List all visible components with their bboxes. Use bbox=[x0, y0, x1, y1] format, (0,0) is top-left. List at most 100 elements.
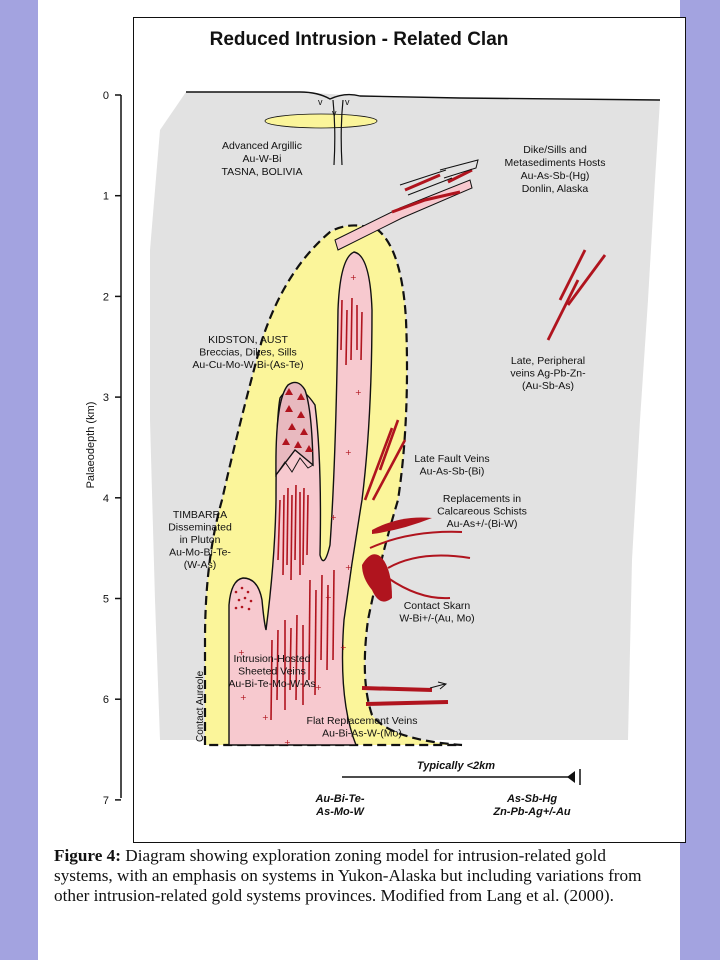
surface-line bbox=[186, 91, 661, 101]
depth-tick-label: 3 bbox=[103, 392, 109, 404]
label-line: Breccias, Dikes, Sills bbox=[199, 347, 296, 359]
distance-arrow-head bbox=[567, 771, 575, 783]
svg-text:v: v bbox=[345, 97, 350, 107]
label-line: Contact Skarn bbox=[404, 600, 471, 612]
label-line: Au-Bi-As-W-(Mo) bbox=[322, 728, 402, 740]
breccia-fragments bbox=[282, 388, 313, 452]
label-line: Metasediments Hosts bbox=[505, 157, 606, 169]
depth-axis-ticks: 0 1 2 3 4 5 6 7 bbox=[103, 90, 121, 807]
left-side-bar bbox=[0, 0, 38, 960]
depth-tick-label: 0 bbox=[103, 90, 109, 102]
label-line: Au-As-Sb-(Hg) bbox=[521, 170, 590, 182]
svg-text:+: + bbox=[284, 738, 291, 747]
svg-text:+: + bbox=[355, 388, 362, 397]
depth-tick-label: 5 bbox=[103, 594, 109, 606]
label-line: KIDSTON, AUST bbox=[208, 334, 288, 346]
figure-caption: Figure 4: Diagram showing exploration zo… bbox=[54, 846, 654, 906]
replacement-lens bbox=[372, 517, 432, 534]
depth-tick-label: 4 bbox=[103, 493, 109, 505]
label-line: Au-Bi-Te-Mo-W-As bbox=[228, 678, 315, 690]
right-side-bar bbox=[680, 0, 720, 960]
label-line: Calcareous Schists bbox=[437, 506, 527, 518]
label-line: Intrusion-Hosted bbox=[233, 653, 310, 665]
label-line: in Pluton bbox=[180, 534, 221, 546]
label-line: Sheeted Veins bbox=[238, 666, 306, 678]
svg-text:+: + bbox=[345, 563, 352, 572]
depth-tick-label: 2 bbox=[103, 291, 109, 303]
argillic-cap bbox=[264, 113, 378, 129]
left-assemblage-label: Au-Bi-Te-As-Mo-W bbox=[314, 793, 365, 818]
depth-axis-label: Palaeodepth (km) bbox=[85, 402, 97, 489]
skarn-veins bbox=[387, 554, 471, 600]
feeder-pipe bbox=[332, 99, 344, 166]
svg-text:v: v bbox=[332, 108, 337, 118]
contact-skarn bbox=[362, 554, 392, 602]
depth-tick-label: 1 bbox=[103, 191, 109, 203]
label-line: (Au-Sb-As) bbox=[522, 380, 574, 392]
label-line: Late Fault Veins bbox=[414, 453, 489, 465]
label-line: Zn-Pb-Ag+/-Au bbox=[492, 806, 571, 818]
label-line: (W-As) bbox=[184, 559, 216, 571]
late-fault-veins bbox=[363, 419, 407, 501]
depth-tick-label: 6 bbox=[103, 694, 109, 706]
label-line: TIMBARRA bbox=[173, 509, 227, 521]
contact-aureole-label: Contact Aureole bbox=[195, 670, 206, 742]
label-line: TASNA, BOLIVIA bbox=[222, 166, 303, 178]
svg-text:+: + bbox=[345, 448, 352, 457]
label-line: Donlin, Alaska bbox=[522, 183, 589, 195]
svg-text:+: + bbox=[325, 593, 332, 602]
svg-text:+: + bbox=[238, 648, 245, 657]
label-line: W-Bi+/-(Au, Mo) bbox=[399, 613, 474, 625]
label-line: Au-W-Bi bbox=[243, 153, 282, 165]
svg-text:+: + bbox=[350, 273, 357, 282]
svg-text:+: + bbox=[240, 693, 247, 702]
diagram-title: Reduced Intrusion - Related Clan bbox=[210, 29, 509, 50]
flat-replacement-veins bbox=[361, 686, 449, 706]
label-line: As-Sb-Hg bbox=[506, 793, 557, 805]
breccia-zigzag bbox=[275, 457, 314, 476]
caption-text: Diagram showing exploration zoning model… bbox=[54, 846, 642, 905]
label-line: Au-As+/-(Bi-W) bbox=[447, 518, 518, 530]
label-line: Au-Cu-Mo-W-Bi-(As-Te) bbox=[192, 359, 303, 371]
label-line: Replacements in bbox=[443, 493, 521, 505]
svg-text:+: + bbox=[262, 713, 269, 722]
caption-figure-number: Figure 4: bbox=[54, 846, 121, 865]
sheeted-veins bbox=[270, 297, 363, 721]
svg-text:+: + bbox=[340, 643, 347, 652]
label-line: Au-Mo-Bi-Te- bbox=[169, 547, 231, 559]
label-line: veins Ag-Pb-Zn- bbox=[510, 368, 586, 380]
svg-text:+: + bbox=[315, 683, 322, 692]
depth-tick-label: 7 bbox=[103, 795, 109, 807]
label-line: Advanced Argillic bbox=[222, 140, 302, 152]
label-line: Disseminated bbox=[168, 522, 232, 534]
label-line: Au-Bi-Te- bbox=[314, 793, 364, 805]
disseminated-dots bbox=[234, 586, 253, 611]
dike-veins bbox=[391, 168, 473, 214]
label-line: Late, Peripheral bbox=[511, 355, 585, 367]
replacement-line bbox=[369, 530, 463, 549]
pluton-texture: + + + + + + + + + + + + bbox=[238, 273, 362, 747]
typically-label: Typically <2km bbox=[417, 760, 495, 772]
label-line: Dike/Sills and bbox=[523, 144, 587, 156]
label-line: Au-As-Sb-(Bi) bbox=[420, 466, 485, 478]
label-line: As-Mo-W bbox=[315, 806, 365, 818]
label-line: Flat Replacement Veins bbox=[307, 715, 418, 727]
flat-vein-arrow bbox=[429, 681, 448, 690]
dike-outline bbox=[399, 159, 479, 196]
svg-text:+: + bbox=[330, 513, 337, 522]
peripheral-veins bbox=[546, 249, 607, 341]
svg-text:v: v bbox=[318, 97, 323, 107]
